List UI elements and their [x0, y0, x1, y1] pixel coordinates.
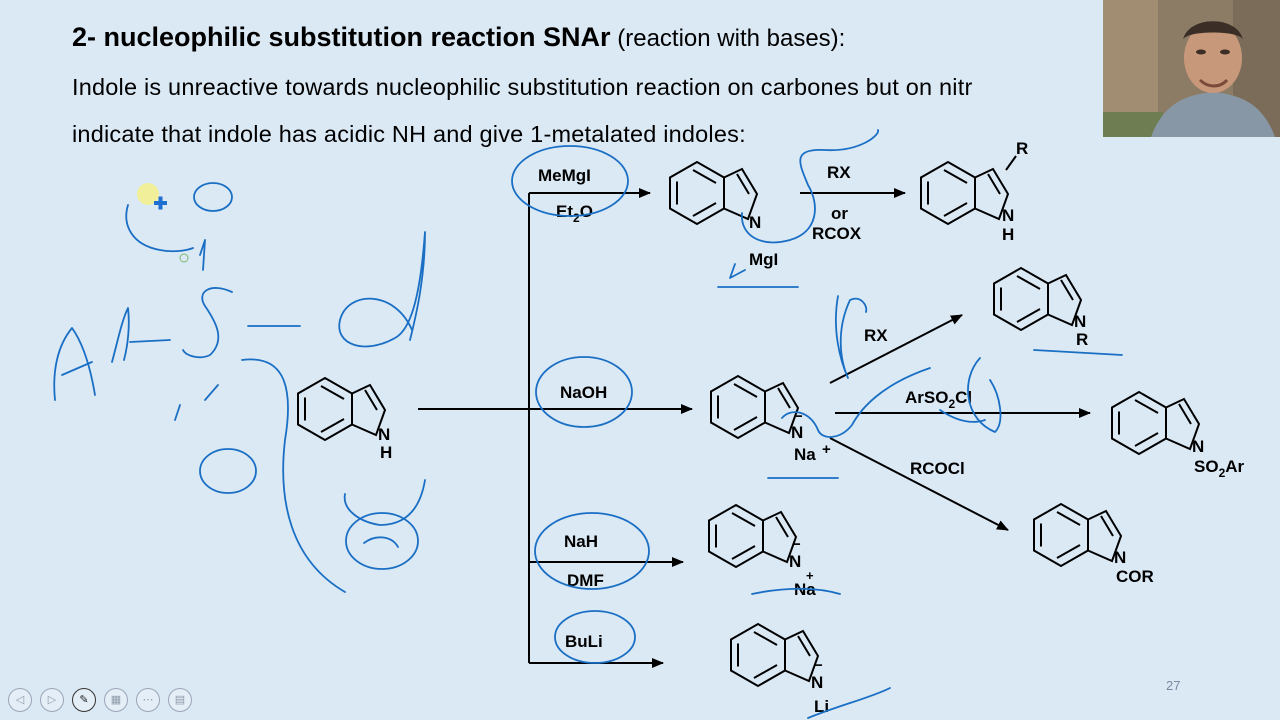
indole-nah-product: N − + Na [708, 504, 816, 599]
reagent-et2o: Et2O [556, 202, 593, 225]
reagent-rcocl: RCOCl [910, 459, 965, 478]
svg-text:N: N [749, 213, 761, 232]
indole-sodium-salt: N − Na + [710, 375, 831, 464]
body-line-2: indicate that indole has acidic NH and g… [72, 121, 746, 147]
pointer-cursor [137, 183, 189, 263]
gallery-icon[interactable]: ▦ [104, 688, 128, 712]
ink-annotations [53, 129, 1123, 719]
indole-c3-substituted: R N H [920, 139, 1028, 244]
slide-number: 27 [1166, 678, 1181, 693]
indole-start: N H [297, 377, 392, 462]
svg-text:N: N [811, 673, 823, 692]
title-bold: 2- nucleophilic substitution reaction SN… [72, 22, 611, 52]
more-icon[interactable]: ⋯ [136, 688, 160, 712]
presenter-webcam [1103, 0, 1280, 137]
svg-text:N: N [1114, 548, 1126, 567]
svg-text:−: − [792, 536, 801, 553]
slides-icon[interactable]: ▤ [168, 688, 192, 712]
svg-text:COR: COR [1116, 567, 1154, 586]
reagent-rx-top: RX [827, 163, 851, 182]
svg-text:−: − [794, 408, 803, 425]
indole-lithium: N − Li [730, 623, 829, 716]
reagent-rcox: RCOX [812, 224, 862, 243]
slide-title: 2- nucleophilic substitution reaction SN… [72, 22, 845, 53]
svg-text:+: + [822, 441, 831, 458]
indole-n-sulfonyl: N SO2Ar [1111, 391, 1245, 480]
svg-text:N: N [1074, 312, 1086, 331]
next-icon[interactable]: ▷ [40, 688, 64, 712]
svg-text:N: N [378, 425, 390, 444]
svg-text:SO2Ar: SO2Ar [1194, 457, 1245, 480]
reagent-buli: BuLi [565, 632, 603, 651]
presenter-image [1103, 0, 1280, 137]
svg-text:MgI: MgI [749, 250, 778, 269]
reagent-or: or [831, 204, 848, 223]
svg-text:N: N [1192, 437, 1204, 456]
svg-text:Na: Na [794, 445, 816, 464]
previous-icon[interactable]: ◁ [8, 688, 32, 712]
reagent-rx: RX [864, 326, 888, 345]
svg-text:N: N [1002, 206, 1014, 225]
reagent-nah: NaH [564, 532, 598, 551]
indole-n-alkyl: N R [993, 267, 1088, 349]
reagent-dmf: DMF [567, 571, 604, 590]
svg-text:H: H [1002, 225, 1014, 244]
slideshow-controls: ◁ ▷ ✎ ▦ ⋯ ▤ [8, 688, 192, 712]
reagent-memgi: MeMgI [538, 166, 591, 185]
svg-text:N: N [791, 423, 803, 442]
svg-text:R: R [1076, 330, 1088, 349]
svg-text:R: R [1016, 139, 1028, 158]
svg-text:N: N [789, 552, 801, 571]
svg-text:H: H [380, 443, 392, 462]
title-rest: (reaction with bases): [610, 25, 846, 52]
svg-text:−: − [814, 657, 823, 674]
svg-text:+: + [806, 568, 814, 583]
reagent-arso2cl: ArSO2Cl [905, 388, 972, 411]
indole-n-acyl: N COR [1033, 503, 1154, 586]
indole-mgi: N MgI [669, 161, 778, 269]
pen-icon[interactable]: ✎ [72, 688, 96, 712]
body-line-1: Indole is unreactive towards nucleophili… [72, 74, 973, 100]
reagent-naoh: NaOH [560, 383, 607, 402]
reagent-labels: MeMgI Et2O NaOH NaH DMF BuLi RX or RCOX … [538, 163, 972, 651]
